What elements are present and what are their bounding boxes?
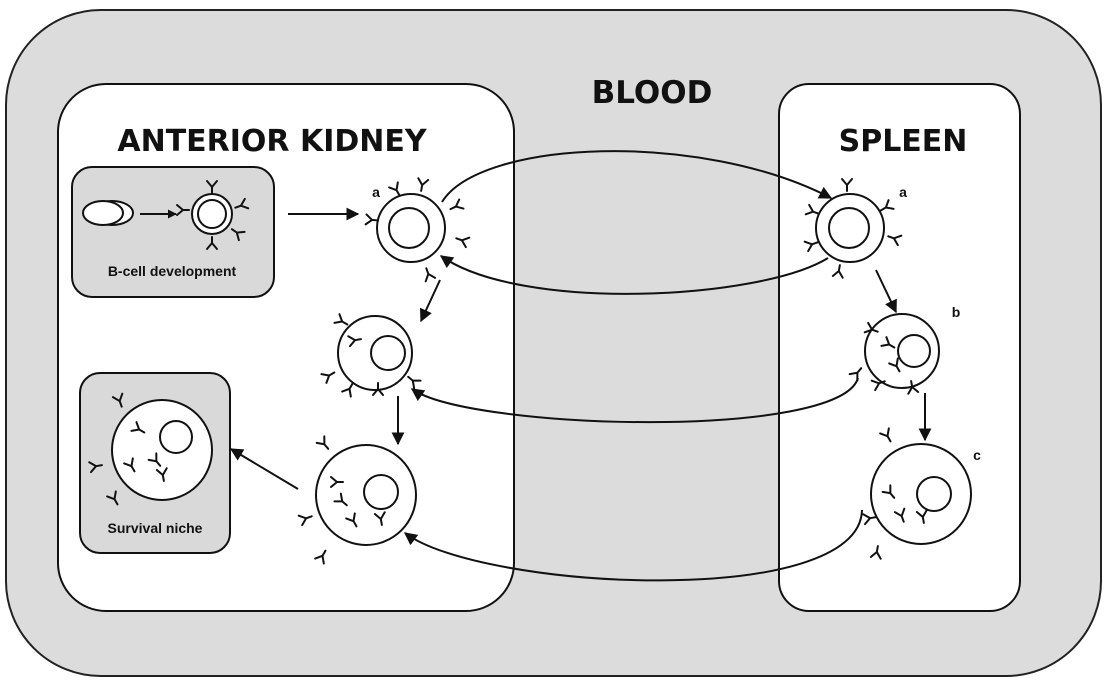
stage-label-spleen-c: c: [973, 447, 981, 463]
immature-b-cell-icon: [192, 194, 232, 234]
spleen-b-cell-a: [816, 194, 884, 262]
kidney-plasmablast: [338, 316, 412, 390]
stage-label-spleen-b: b: [952, 304, 961, 320]
spleen-plasma-cell-c: [871, 444, 971, 544]
stage-label-kidney-a: a: [372, 184, 380, 200]
survival-niche-label: Survival niche: [108, 520, 203, 536]
survival-niche-box: Survival niche: [80, 373, 230, 553]
precursor-cell-icon: [83, 201, 133, 225]
spleen-label: SPLEEN: [839, 124, 968, 159]
stage-label-spleen-a: a: [899, 184, 907, 200]
kidney-plasma-cell: [316, 445, 416, 545]
spleen-plasmablast-b: [865, 314, 939, 388]
anterior-kidney-label: ANTERIOR KIDNEY: [117, 124, 428, 159]
kidney-b-cell-a: [377, 194, 445, 262]
blood-label: BLOOD: [592, 75, 713, 111]
b-cell-development-label: B-cell development: [108, 263, 237, 279]
niche-plasma-cell-icon: [112, 400, 212, 500]
